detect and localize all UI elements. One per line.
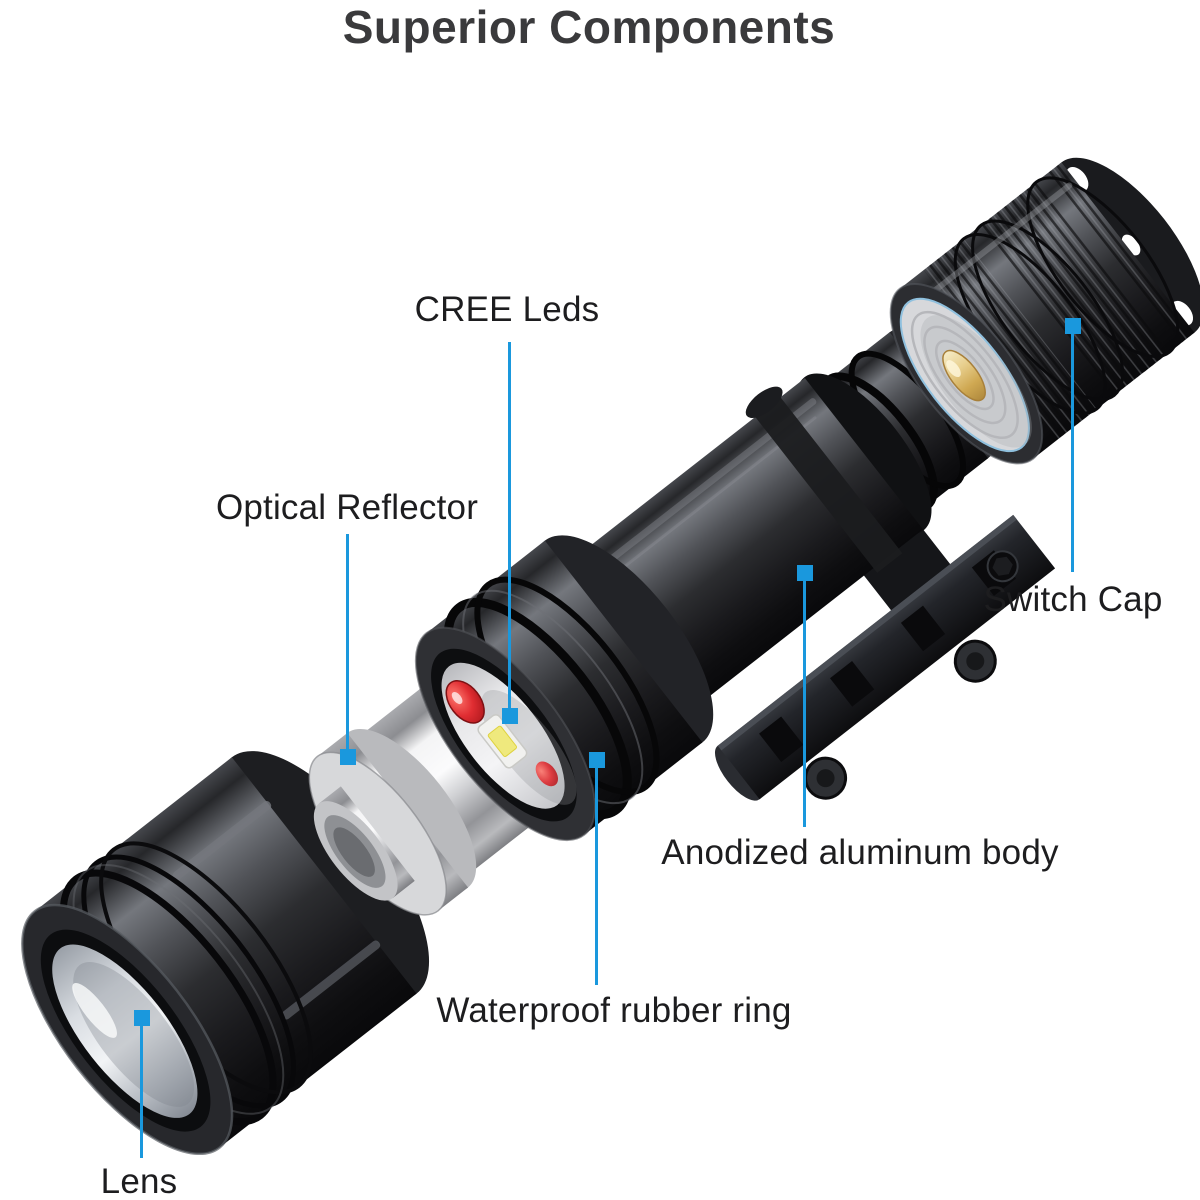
page-title: Superior Components (342, 1, 836, 53)
lens-leader-line (140, 1026, 143, 1158)
anodized-body-label: Anodized aluminum body (661, 833, 1059, 872)
switch-cap-part (889, 157, 1200, 465)
switch-cap-label: Switch Cap (983, 580, 1163, 619)
cree-leds-label: CREE Leds (414, 290, 600, 329)
yellow-led-die (487, 725, 518, 757)
optical-reflector-leader-line (346, 534, 349, 749)
switch-cap-marker (1065, 318, 1081, 334)
cree-leds-marker (502, 708, 518, 724)
waterproof-ring-label: Waterproof rubber ring (436, 991, 792, 1030)
optical-reflector-label: Optical Reflector (215, 488, 479, 527)
optical-reflector-marker (340, 749, 356, 765)
mount-clamp-ring (751, 392, 903, 573)
cree-leds-leader-line (508, 342, 511, 708)
anodized-body-leader-line (803, 581, 806, 827)
bezel-milled-streak (172, 801, 272, 880)
waterproof-ring-marker (589, 752, 605, 768)
switch-cap-leader-line (1071, 334, 1074, 572)
main-body-part (414, 328, 995, 842)
lens-glass (52, 944, 198, 1118)
lens-label: Lens (100, 1162, 178, 1200)
waterproof-ring-leader-line (595, 768, 598, 985)
knurled-grip (923, 163, 1193, 441)
anodized-body-marker (797, 565, 813, 581)
lens-marker (134, 1010, 150, 1026)
bezel-milled-streak (281, 940, 381, 1020)
red-led (445, 680, 485, 724)
red-led (535, 761, 558, 787)
lens-bezel-part (21, 751, 430, 1156)
